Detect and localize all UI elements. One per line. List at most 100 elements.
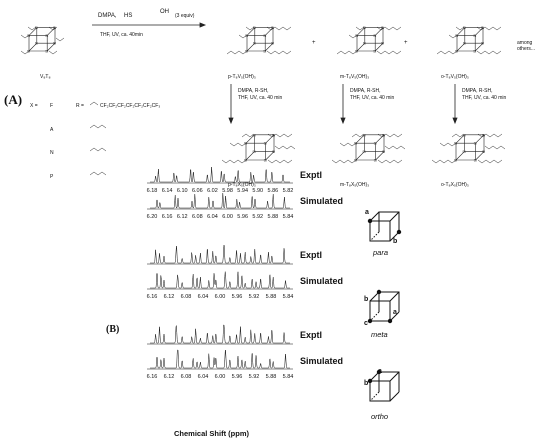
- spectrum-trace: [147, 192, 293, 210]
- svg-text:Si: Si: [45, 50, 48, 54]
- r-fluoro: CF₂CF₂CF₂CF₂CF₂CF₂CF₃: [100, 103, 161, 109]
- svg-text:Si: Si: [463, 42, 466, 46]
- tick-label: 5.88: [265, 294, 277, 300]
- x-axis-title: Chemical Shift (ppm): [174, 429, 250, 438]
- final-para-label: p-T₈X₅(OH)₃: [228, 182, 256, 188]
- isomer-meta: meta: [371, 330, 388, 339]
- final-meta-label: m-T₈X₅(OH)₃: [340, 182, 370, 188]
- meta-letter-c: c: [364, 320, 368, 327]
- tick-label: 6.02: [207, 188, 218, 194]
- panel-b-label: (B): [106, 324, 120, 335]
- spectrum-label: Simulated: [300, 356, 344, 366]
- reagent-equiv: (3 equiv): [175, 13, 195, 19]
- svg-text:Si: Si: [363, 42, 366, 46]
- tick-label: 6.16: [146, 294, 158, 300]
- svg-text:Si: Si: [263, 34, 266, 38]
- plus-1: +: [312, 40, 316, 46]
- spectrum-trace: [147, 166, 293, 184]
- tick-label: 6.14: [161, 188, 173, 194]
- svg-text:Si: Si: [362, 133, 365, 137]
- tick-label: 5.84: [282, 294, 294, 300]
- svg-text:Si: Si: [363, 26, 366, 30]
- svg-text:Si: Si: [354, 142, 357, 146]
- tick-label: 5.84: [282, 374, 294, 380]
- tick-label: 6.12: [163, 374, 175, 380]
- svg-text:Si: Si: [463, 26, 466, 30]
- svg-text:Si: Si: [482, 133, 485, 137]
- x-f: F: [50, 103, 54, 109]
- tick-label: 6.12: [176, 214, 188, 220]
- isomer-cube: [367, 369, 400, 402]
- reagent-hs: HS: [124, 13, 133, 19]
- step2-cond-meta: THF, UV, ca. 40 min: [350, 95, 395, 101]
- tick-label: 6.08: [180, 294, 192, 300]
- r-equals: R =: [76, 103, 84, 109]
- para-letter-b: b: [393, 238, 398, 245]
- tick-label: 5.92: [248, 374, 260, 380]
- svg-text:Si: Si: [272, 150, 275, 154]
- spectrum-trace: [147, 324, 293, 345]
- final-ortho-label: o-T₈X₅(OH)₃: [441, 182, 469, 188]
- spectrum-label: Exptl: [300, 170, 323, 180]
- tick-label: 5.98: [222, 188, 233, 194]
- isomer-cube: [367, 211, 402, 242]
- meta-letter-b: b: [364, 296, 369, 303]
- svg-text:Si: Si: [362, 150, 365, 154]
- isomer-ortho: ortho: [371, 412, 389, 421]
- tick-label: 5.88: [267, 214, 279, 220]
- x-a: A: [50, 127, 54, 133]
- svg-text:Si: Si: [454, 142, 457, 146]
- tick-label: 5.96: [231, 374, 243, 380]
- svg-text:Si: Si: [374, 142, 377, 146]
- tick-label: 6.04: [207, 214, 218, 220]
- svg-text:Si: Si: [264, 142, 267, 146]
- svg-text:Si: Si: [244, 142, 247, 146]
- svg-text:Si: Si: [381, 42, 384, 46]
- tick-label: 6.04: [197, 374, 209, 380]
- tick-label: 5.82: [282, 188, 294, 194]
- step2-reagent-ortho: DMPA, R-SH,: [462, 88, 493, 94]
- svg-text:Si: Si: [374, 159, 377, 163]
- svg-text:Si: Si: [373, 50, 376, 54]
- tick-label: 6.08: [191, 214, 203, 220]
- plus-2: +: [404, 40, 408, 46]
- svg-text:Si: Si: [253, 42, 256, 46]
- step2-cond-para: THF, UV, ca. 40 min: [238, 95, 283, 101]
- ortho-letter-b: b: [364, 380, 369, 387]
- x-p: P: [50, 174, 54, 180]
- spectrum-trace: [147, 271, 293, 290]
- svg-text:Si: Si: [271, 42, 274, 46]
- product-ortho-label: o-T₈V₅(OH)₃: [441, 74, 469, 80]
- svg-text:Si: Si: [35, 26, 38, 30]
- tick-label: 6.16: [161, 214, 173, 220]
- step2-cond-ortho: THF, UV, ca. 40 min: [462, 95, 507, 101]
- svg-text:Si: Si: [481, 42, 484, 46]
- spectrum-label: Simulated: [300, 276, 344, 286]
- tick-label: 5.94: [237, 188, 249, 194]
- tick-label: 6.00: [222, 214, 233, 220]
- among-others: among others...: [517, 40, 536, 52]
- para-letter-a: a: [365, 209, 369, 216]
- svg-text:Si: Si: [481, 26, 484, 30]
- tick-label: 6.06: [191, 188, 203, 194]
- tick-label: 6.16: [146, 374, 158, 380]
- svg-text:Si: Si: [473, 34, 476, 38]
- panel-a-label: (A): [4, 92, 23, 107]
- tick-label: 5.86: [267, 188, 279, 194]
- ortho-letter-a: a: [378, 368, 382, 375]
- meta-letter-a: a: [393, 309, 397, 316]
- svg-text:Si: Si: [482, 150, 485, 154]
- svg-text:Si: Si: [382, 133, 385, 137]
- tick-label: 6.18: [146, 188, 158, 194]
- svg-text:Si: Si: [473, 50, 476, 54]
- svg-text:Si: Si: [455, 34, 458, 38]
- svg-text:Si: Si: [272, 133, 275, 137]
- svg-text:Si: Si: [382, 150, 385, 154]
- tick-label: 6.00: [214, 374, 226, 380]
